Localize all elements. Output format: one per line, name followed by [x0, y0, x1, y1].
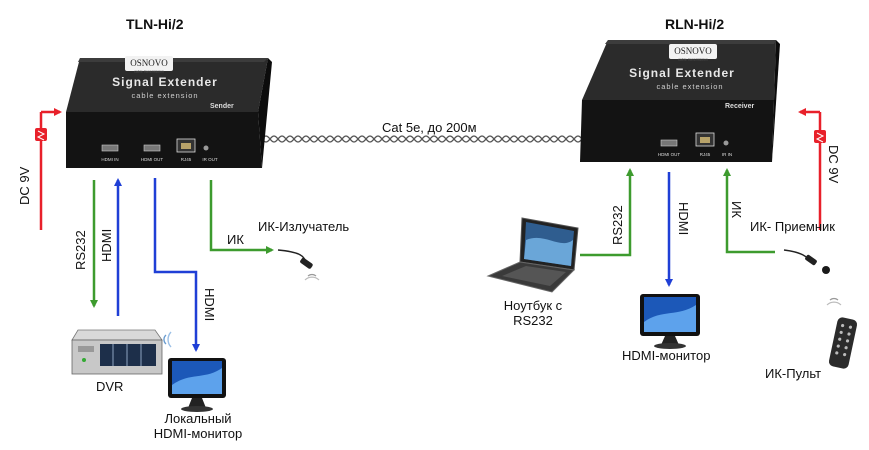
hdmi-label-left: HDMI	[99, 228, 114, 262]
ik-label-right: ИК	[729, 201, 744, 218]
sender-product-label: Signal Extender	[112, 75, 218, 89]
local-monitor-icon	[168, 358, 226, 412]
sender-ir-out-port	[203, 145, 209, 151]
ir-receiver-icon	[783, 249, 842, 306]
rs232-label-right: RS232	[610, 205, 625, 245]
laptop-icon	[486, 217, 579, 293]
ir-out-line	[209, 180, 274, 254]
receiver-ir-in-port	[723, 140, 729, 146]
ir-receiver-label: ИК- Приемник	[750, 219, 835, 234]
wireless-signal-icon	[163, 331, 172, 348]
local-monitor-label-line2: HDMI-монитор	[153, 425, 243, 441]
ir-emitter-label: ИК-Излучатель	[258, 219, 350, 234]
ik-label-left: ИК	[227, 232, 244, 247]
power-plug-icon	[814, 130, 826, 143]
laptop-label-line1: Ноутбук с	[503, 298, 563, 313]
laptop-label-line2: RS232	[513, 312, 553, 328]
sender-brand: OSNOVO	[130, 58, 168, 68]
receiver-brand: OSNOVO	[674, 46, 712, 56]
sender-port-label: HDMI OUT	[141, 157, 163, 162]
sender-hdmi-in-port	[101, 144, 119, 152]
local-monitor-label-line1: Локальный	[164, 411, 232, 426]
sender-brand-sub: cable transmission	[134, 70, 164, 74]
receiver-port-label: RJ45	[700, 152, 711, 157]
rs232-right-line	[580, 168, 634, 257]
sender-brand-plate	[125, 56, 173, 71]
hdmi-local-line	[153, 178, 200, 352]
ir-emitter-icon	[277, 249, 320, 281]
ir-in-line	[723, 168, 775, 254]
local-monitor-label: Локальный HDMI-монитор	[144, 411, 252, 442]
cat5-cable	[261, 135, 583, 143]
hdmi-monitor-icon	[640, 294, 700, 349]
hdmi-label-local: HDMI	[202, 288, 217, 322]
receiver-brand-sub: cable transmission	[678, 58, 708, 62]
receiver-product-sublabel: cable extension	[656, 82, 723, 91]
rs232-label-left: RS232	[73, 230, 88, 270]
sender-port-label: RJ45	[181, 157, 192, 162]
sender-title: TLN-Hi/2	[126, 16, 184, 32]
hdmi-monitor-label: HDMI-монитор	[622, 348, 711, 363]
dc-power-label-right: DC 9V	[826, 145, 841, 184]
dc-power-label-left: DC 9V	[17, 166, 32, 205]
sender-role: Sender	[210, 103, 234, 110]
laptop-label: Ноутбук с RS232	[490, 298, 576, 329]
ir-remote-label: ИК-Пульт	[765, 366, 822, 381]
hdmi-label-right: HDMI	[676, 202, 691, 236]
ir-remote-icon	[828, 317, 858, 369]
receiver-brand-plate	[669, 44, 717, 59]
sender-hdmi-out-port	[143, 144, 161, 152]
receiver-title: RLN-Hi/2	[665, 16, 725, 32]
dvr-icon	[71, 329, 163, 375]
receiver-device: OSNOVO cable transmission Signal Extende…	[580, 40, 780, 162]
dvr-label: DVR	[96, 379, 124, 394]
left-power-connection	[35, 108, 62, 230]
sender-port-label: HDMI IN	[101, 157, 118, 162]
power-plug-icon	[35, 128, 47, 141]
sender-port-label: IR OUT	[202, 157, 218, 162]
receiver-role: Receiver	[725, 103, 754, 110]
right-power-connection	[798, 108, 826, 230]
sender-product-sublabel: cable extension	[131, 91, 198, 100]
receiver-product-label: Signal Extender	[629, 66, 735, 80]
receiver-port-label: IR IN	[722, 152, 732, 157]
sender-device: OSNOVO cable transmission Signal Extende…	[66, 56, 272, 168]
receiver-port-label: HDMI OUT	[658, 152, 680, 157]
cable-label: Cat 5e, до 200м	[382, 120, 477, 135]
receiver-hdmi-out-port	[660, 139, 678, 147]
